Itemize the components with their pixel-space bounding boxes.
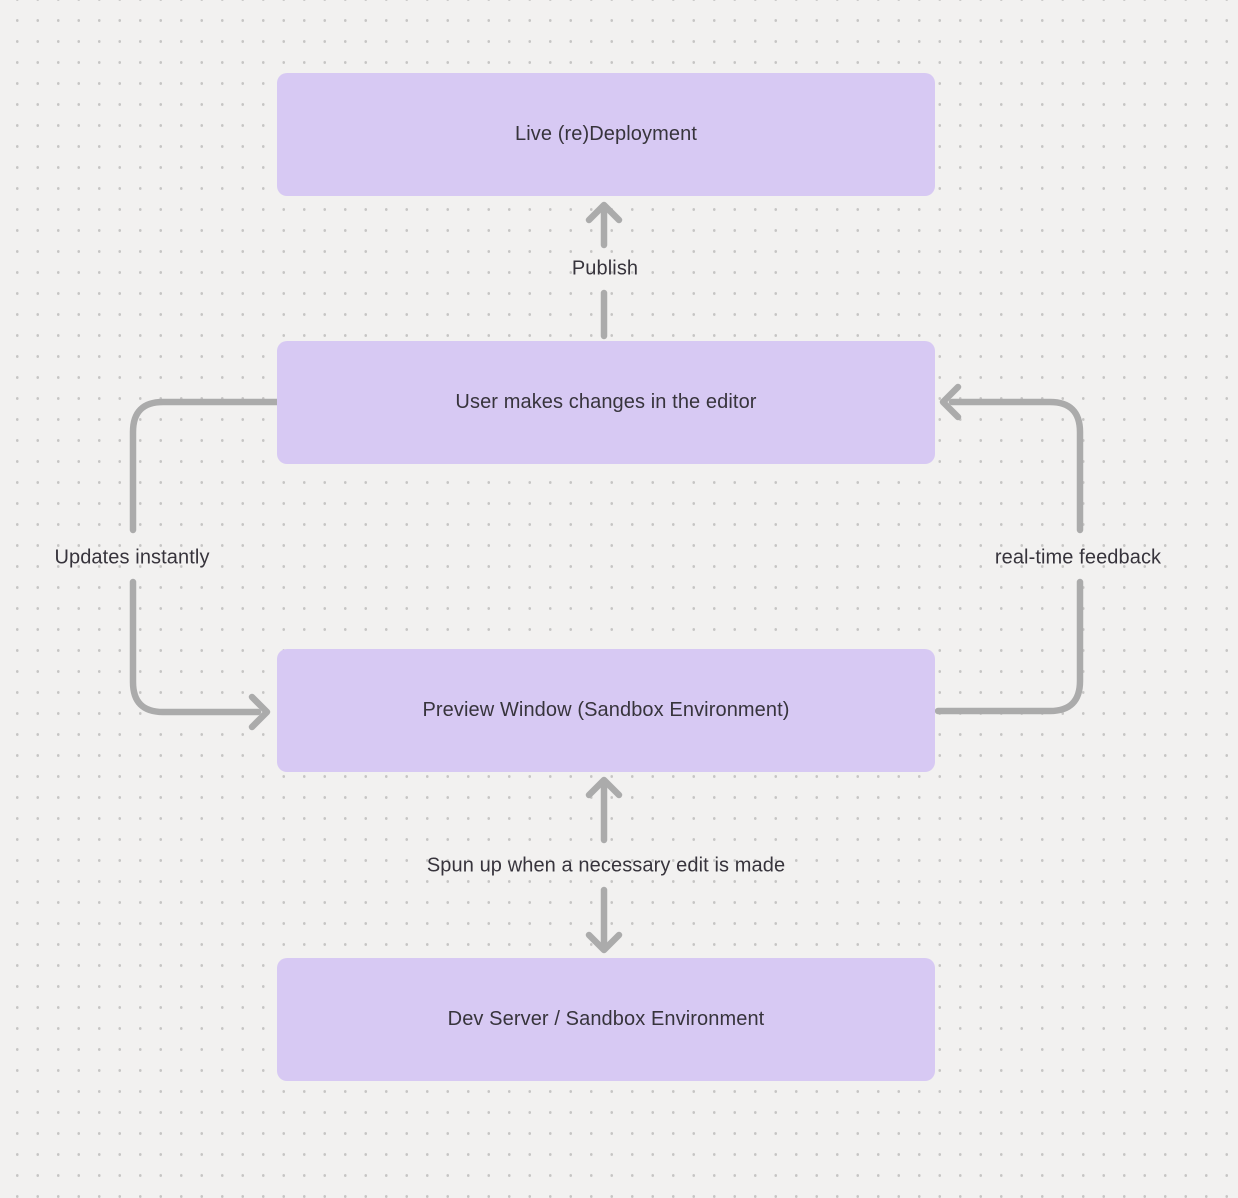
node-preview-window-label: Preview Window (Sandbox Environment) <box>422 699 790 721</box>
edge-label-spun-up: Spun up when a necessary edit is made <box>426 854 786 877</box>
edge-label-realtime-feedback: real-time feedback <box>994 546 1162 569</box>
node-preview-window[interactable]: Preview Window (Sandbox Environment) <box>277 649 935 772</box>
node-live-redeployment-label: Live (re)Deployment <box>515 123 697 145</box>
node-user-editor-label: User makes changes in the editor <box>455 391 757 413</box>
node-dev-server[interactable]: Dev Server / Sandbox Environment <box>277 958 935 1081</box>
node-live-redeployment[interactable]: Live (re)Deployment <box>277 73 935 196</box>
edge-label-updates-instantly: Updates instantly <box>54 546 210 569</box>
node-user-editor[interactable]: User makes changes in the editor <box>277 341 935 464</box>
edge-label-publish: Publish <box>571 257 639 280</box>
node-dev-server-label: Dev Server / Sandbox Environment <box>447 1008 765 1030</box>
